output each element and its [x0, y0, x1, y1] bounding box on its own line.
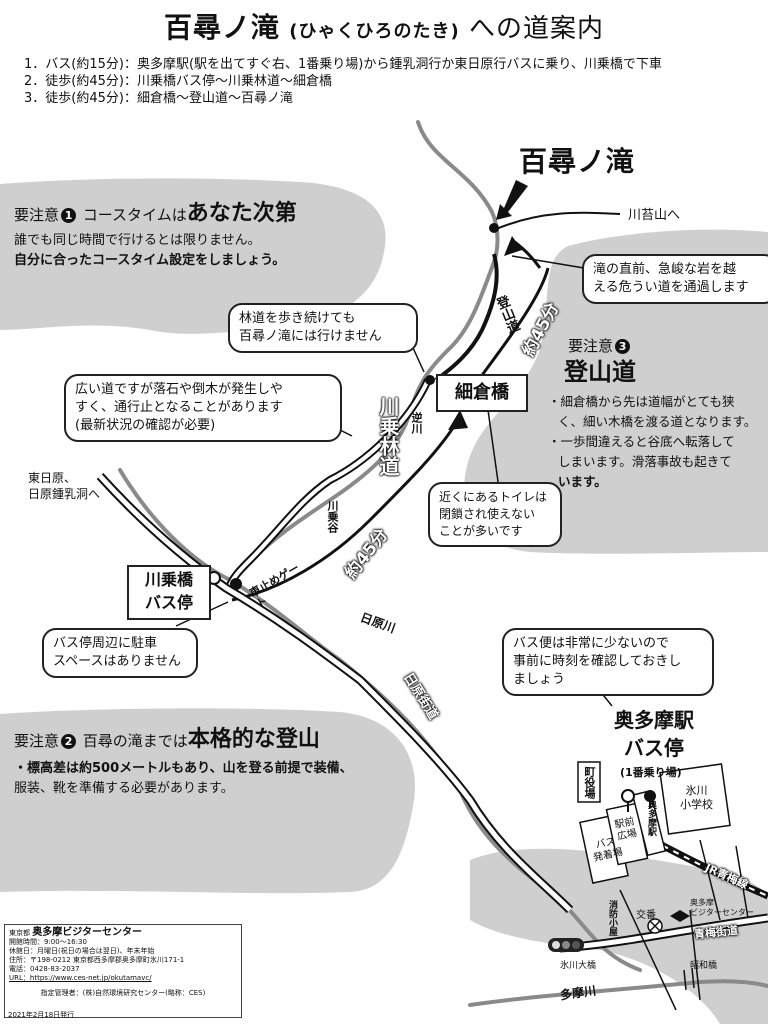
platform-label: (1番乗り場): [620, 766, 682, 779]
bubble-toilet: 近くにあるトイレは 閉鎖され使えない ことが多いです: [428, 482, 562, 547]
note3-body1: ・細倉橋から先は道幅がとても狭: [548, 394, 735, 409]
visitor-center-map-label: 奥多摩 ビジターセンター: [690, 898, 754, 917]
info-tel: 電話：0428-83-2037: [9, 965, 80, 973]
info-org: 奥多摩ビジターセンター: [32, 927, 143, 938]
station-label: 奥多摩駅: [646, 800, 656, 836]
bubble-steep: 滝の直前、急峻な岩を越 える危うい道を通過します: [582, 254, 768, 304]
note3-body2: く、細い木橋を渡る道となります。: [558, 414, 757, 429]
bubble-falling-rocks: 広い道ですが落石や倒木が発生しや すく、通行止となることがあります (最新状況の…: [64, 374, 342, 442]
trail-ridge: [493, 211, 621, 231]
step-3: 3．徒歩(約45分)：細倉橋～登山道～百尋ノ滝: [24, 91, 293, 106]
okutama-busstop-label: 奥多摩駅 バス停: [614, 708, 694, 760]
higashi-nippara-label: 東日原、 日原鍾乳洞へ: [28, 471, 101, 501]
issue-date: 2021年2月18日発行: [8, 1011, 75, 1019]
to-kawanori-label: 川苔山へ: [628, 208, 681, 223]
trail-upper: [434, 253, 499, 382]
visitor-center-info: 東京都 奥多摩ビジターセンター 開館時間：9:00～16:30 休館日：月曜日(…: [4, 924, 242, 1018]
note1-body2: 自分に合ったコースタイム設定をしましょう。: [14, 253, 286, 268]
note2-body1: ・標高差は約500メートルもあり、山を登る前提で装備、: [14, 761, 353, 776]
bubble-bus-rare: バス便は非常に少ないので 事前に時刻を確認しておきし ましょう: [502, 628, 714, 696]
route-steps: 1．バス(約15分)：奥多摩駅(駅を出てすぐ右、1番乗り場)から鍾乳洞行か東日原…: [24, 56, 662, 107]
sakonji-label: 逆川: [410, 412, 423, 434]
shobo-label: 消防小屋: [607, 900, 617, 936]
tama-river: [468, 979, 768, 1007]
block-town-office: [577, 761, 601, 803]
block-school: [659, 763, 731, 835]
town-office-label: 町役場: [583, 766, 596, 799]
note2-number-icon: 2: [61, 734, 77, 749]
title-main: 百尋ノ滝: [163, 11, 280, 44]
note1-area: [0, 178, 386, 334]
page-title: 百尋ノ滝 (ひゃくひろのたき) への道案内: [0, 6, 768, 46]
note1-body1: 誰でも同じ時間で行けるとは限りません。: [14, 233, 261, 248]
info-address: 住所：〒198-0212 東京都西多摩郡奥多摩町氷川171-1: [9, 956, 185, 964]
kawanori-busstop-sign: 川乗橋 バス停: [127, 565, 211, 620]
bubble-parking: バス停周辺に駐車 スペースはありません: [42, 628, 198, 678]
block-station: [631, 789, 667, 857]
note3-area: [464, 229, 768, 554]
step-2: 2．徒歩(約45分)：川乗橋バス停～川乗林道～細倉橋: [24, 74, 332, 89]
title-suffix: への道案内: [468, 14, 604, 44]
info-closed: 休館日：月曜日(祝日の場合は翌日)、年末年始: [9, 947, 155, 955]
rindo-label: 川乗林道: [376, 396, 400, 476]
note2-body2: 服装、靴を準備する必要があります。: [14, 781, 234, 796]
river-upper: [416, 120, 500, 264]
info-url[interactable]: URL：https://www.ces-net.jp/okutamavc/: [9, 974, 152, 982]
hosokura-sign: 細倉橋: [436, 374, 528, 412]
falls-pointer: [496, 180, 528, 220]
route-arrow-lower: [231, 419, 460, 602]
info-pref: 東京都: [9, 929, 30, 937]
kawanori-stop-line1: 川乗橋: [144, 570, 193, 589]
showa-bridge-label: 昭和橋: [690, 961, 718, 971]
hikawa-bridge-label: 氷川大橋: [560, 961, 597, 971]
note3-body3: ・一歩間違えると谷底へ転落して: [548, 434, 735, 449]
kawanori-stream-label: 川乗谷: [326, 500, 339, 533]
note3-body4: しまいます。滑落事故も起きて: [558, 454, 732, 469]
note3-heading: 登山道: [564, 358, 636, 386]
info-operator: 指定管理者：(株)自然環境研究センター(略称：CES): [40, 989, 206, 997]
kawanori-stop-line2: バス停: [144, 593, 193, 612]
note2-area: [0, 708, 416, 894]
step-1: 1．バス(約15分)：奥多摩駅(駅を出てすぐ右、1番乗り場)から鍾乳洞行か東日原…: [24, 57, 662, 72]
koban-label: 交番: [636, 910, 656, 921]
note3-body5: います。: [558, 474, 607, 489]
school-label: 氷川 小学校: [680, 784, 713, 811]
waterfall-label: 百尋ノ滝: [519, 145, 636, 178]
bubble-rindo-dead: 林道を歩き続けても 百尋ノ滝には行けません: [228, 303, 418, 353]
title-reading: (ひゃくひろのたき): [289, 21, 460, 42]
note3-number-icon: 3: [615, 339, 631, 354]
route-arrow-upper: [478, 267, 550, 379]
note1-number-icon: 1: [61, 208, 77, 223]
info-hours: 開館時間：9:00～16:30: [9, 938, 87, 946]
